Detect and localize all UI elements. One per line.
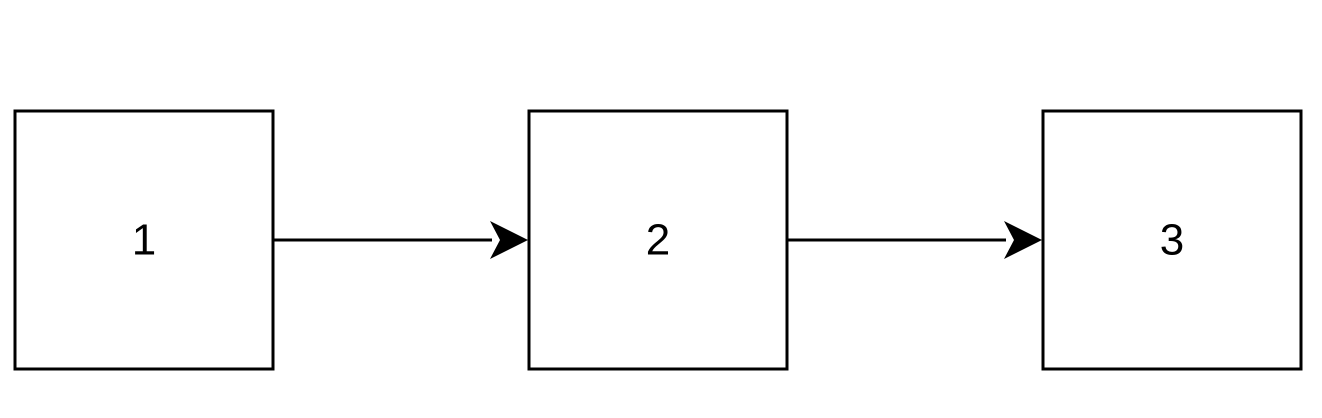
arrowhead-icon bbox=[1004, 221, 1042, 259]
arrowhead-icon bbox=[490, 221, 528, 259]
node-box bbox=[527, 109, 789, 371]
node-label: 3 bbox=[1160, 216, 1184, 265]
edge-1-to-2 bbox=[273, 221, 528, 259]
edge-2-to-3 bbox=[787, 221, 1042, 259]
node-1: 1 bbox=[13, 109, 275, 371]
node-box bbox=[13, 109, 275, 371]
node-label: 2 bbox=[646, 216, 670, 265]
node-3: 3 bbox=[1041, 109, 1303, 371]
node-box bbox=[1041, 109, 1303, 371]
node-2: 2 bbox=[527, 109, 789, 371]
node-label: 1 bbox=[132, 216, 156, 265]
